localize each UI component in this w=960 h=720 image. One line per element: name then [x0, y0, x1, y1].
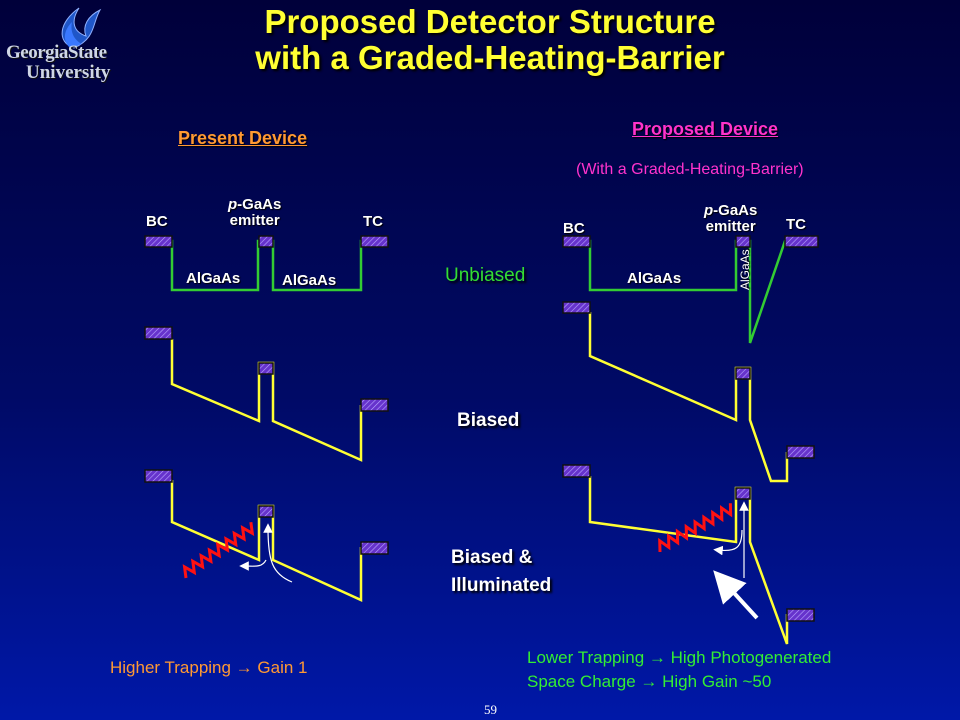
title-line1: Proposed Detector Structure	[264, 3, 716, 40]
proposed-biased-band	[562, 301, 815, 483]
proposed-device-heading: Proposed Device	[632, 119, 779, 139]
proposed-emitter-label: p-GaAs emitter	[704, 202, 758, 235]
present-unbiased-band	[144, 235, 389, 292]
present-barrier-left-label: AlGaAs	[186, 270, 241, 287]
present-bc-contact	[144, 235, 173, 248]
present-biased-band	[144, 326, 389, 462]
present-illuminated-band	[144, 469, 389, 602]
proposed-unbiased-band	[562, 235, 819, 344]
flame-icon	[61, 7, 102, 49]
present-device-heading: Present Device	[178, 128, 308, 148]
proposed-illuminated-band	[562, 464, 815, 645]
present-photon-wave	[182, 521, 255, 579]
present-carrier-path	[263, 523, 293, 583]
present-caption: Higher Trapping → Gain 1	[110, 658, 308, 677]
page-number: 59	[484, 702, 497, 717]
state-illuminated: Biased & Illuminated	[451, 547, 552, 596]
proposed-bc-label: BC	[563, 220, 585, 237]
proposed-barrier-label: AlGaAs	[627, 270, 682, 287]
present-emitter-label: p-GaAs emitter	[228, 196, 282, 229]
title-line2: with a Graded-Heating-Barrier	[255, 39, 725, 76]
university-logo: GeorgiaState University	[4, 2, 124, 90]
logo-line1: GeorgiaState	[6, 42, 107, 63]
proposed-device-subheading: (With a Graded-Heating-Barrier)	[576, 161, 804, 178]
logo-line2: University	[26, 62, 111, 83]
present-bc-label: BC	[146, 213, 168, 230]
proposed-drift-arrow	[713, 570, 759, 620]
state-unbiased: Unbiased	[445, 265, 526, 286]
present-barrier-right-label: AlGaAs	[282, 272, 337, 289]
proposed-graded-barrier-label: AlGaAs	[738, 249, 752, 290]
state-biased: Biased	[457, 410, 520, 431]
proposed-tc-label: TC	[786, 216, 806, 233]
page-title: Proposed Detector Structure with a Grade…	[180, 4, 800, 76]
proposed-photon-wave	[658, 503, 733, 553]
present-tc-label: TC	[363, 213, 383, 230]
present-tc-contact	[360, 235, 389, 248]
present-emitter-contact	[258, 235, 274, 248]
proposed-caption: Lower Trapping → High Photogenerated Spa…	[527, 648, 832, 691]
